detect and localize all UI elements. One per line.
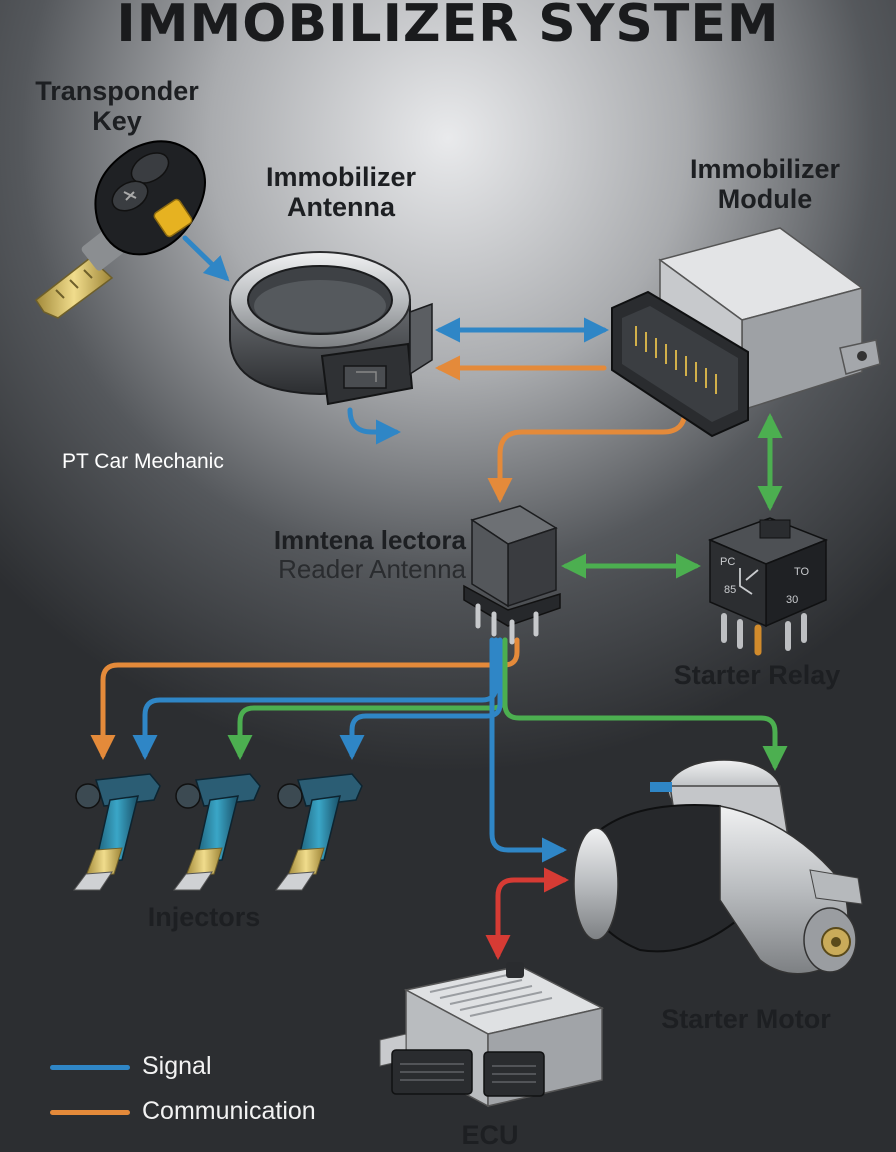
ecu-illustration <box>379 962 605 1108</box>
wires <box>90 235 788 960</box>
starter-motor-illustration <box>573 759 863 975</box>
legend-communication-swatch <box>50 1110 130 1115</box>
starter-relay-label: Starter Relay <box>673 660 841 690</box>
relay-mark-bottom-right: 30 <box>786 594 799 606</box>
immobilizer-module-label-line-1: Immobilizer <box>689 154 841 184</box>
immobilizer-module-illustration <box>611 227 881 438</box>
starter-relay-illustration <box>707 517 829 656</box>
ecu-starter-bidirectional-arrow <box>485 867 569 960</box>
module-to-reader-arrow <box>487 407 688 503</box>
antenna-ring-illustration <box>229 251 433 406</box>
reader-antenna-label-line-2: Reader Antenna <box>278 554 466 585</box>
injector-2 <box>173 773 261 891</box>
immobilizer-module-label: Immobilizer Module <box>660 154 870 214</box>
transponder-key-label-line-1: Transponder <box>35 76 199 106</box>
immobilizer-module-label-line-2: Module <box>717 184 813 215</box>
relay-mark-top-left: PC <box>720 556 736 568</box>
immobilizer-antenna-label-line-2: Antenna <box>287 192 395 223</box>
injectors-label: Injectors <box>147 902 261 932</box>
relay-mark-top-right: TO <box>794 566 810 578</box>
key-button-upper-icon <box>130 152 170 184</box>
starter-motor-label: Starter Motor <box>661 1004 831 1034</box>
reader-antenna-label: Imntena lectora Reader Antenna <box>226 525 466 585</box>
injector-3 <box>275 773 363 891</box>
reader-antenna-label-line-1: Imntena lectora <box>273 525 466 555</box>
legend-communication-label: Communication <box>142 1097 316 1125</box>
orange-to-injector-1 <box>90 637 520 760</box>
key-blade <box>34 257 114 319</box>
key-to-antenna-arrow <box>182 235 230 282</box>
blue-to-injector-3 <box>339 637 503 760</box>
transponder-key-illustration <box>34 140 206 319</box>
ecu-label: ECU <box>461 1120 519 1150</box>
transponder-key-label-line-2: Key <box>92 106 142 137</box>
reader-antenna-illustration <box>463 505 561 645</box>
transponder-key-label: Transponder Key <box>22 76 212 136</box>
blue-to-injector-1 <box>132 637 499 760</box>
legend-signal-swatch <box>50 1065 130 1070</box>
immobilizer-antenna-label-line-1: Immobilizer <box>265 162 417 192</box>
diagram-title: IMMOBILIZER SYSTEM <box>116 0 780 54</box>
relay-mark-bottom-left: 85 <box>724 584 737 596</box>
legend-signal-label: Signal <box>142 1052 212 1080</box>
immobilizer-antenna-label: Immobilizer Antenna <box>236 162 446 222</box>
antenna-output-arrow <box>347 407 401 445</box>
green-to-starter-arrow <box>502 637 788 771</box>
blue-to-starter-arrow <box>489 637 567 863</box>
injector-1 <box>73 773 161 891</box>
key-yellow-insert <box>153 198 193 238</box>
watermark-text: PT Car Mechanic <box>62 450 224 473</box>
